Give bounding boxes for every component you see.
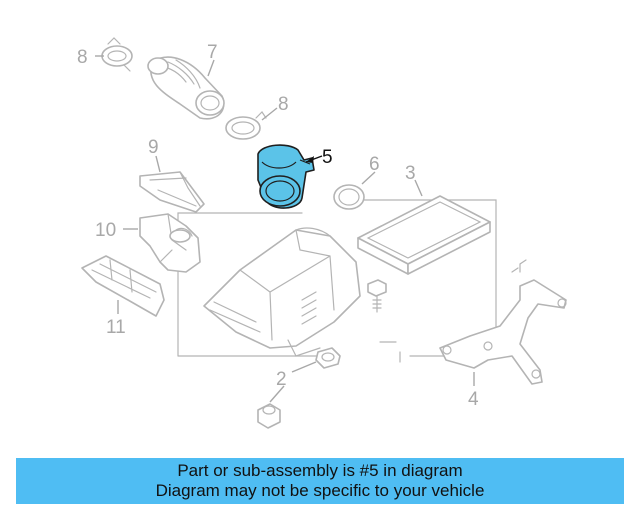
callout-8-upper: 8 bbox=[77, 47, 88, 68]
leader-3 bbox=[414, 179, 423, 197]
leader-6 bbox=[361, 171, 376, 185]
leader-5-arrowhead bbox=[306, 156, 314, 163]
air-cleaner-housing[interactable] bbox=[203, 227, 361, 357]
callout-5: 5 bbox=[322, 147, 333, 168]
clamp-part-8-upper[interactable] bbox=[101, 37, 133, 72]
callout-8-lower: 8 bbox=[278, 94, 289, 115]
clamp-part-8-lower[interactable] bbox=[225, 111, 267, 140]
leader-8-lower bbox=[261, 107, 278, 121]
leader-9 bbox=[155, 155, 161, 173]
banner-line-1: Part or sub-assembly is #5 in diagram bbox=[177, 461, 463, 480]
info-banner: Part or sub-assembly is #5 in diagram Di… bbox=[16, 458, 624, 504]
seal-ring-part-6[interactable] bbox=[333, 184, 365, 210]
callout-10: 10 bbox=[95, 220, 116, 241]
banner-line-2: Diagram may not be specific to your vehi… bbox=[155, 481, 485, 500]
parts-diagram: 8 7 8 5 6 3 bbox=[77, 37, 567, 429]
resonator-part-10[interactable] bbox=[139, 213, 201, 273]
mass-airflow-sensor-part-5[interactable] bbox=[257, 144, 315, 209]
air-filter-part-3[interactable] bbox=[357, 195, 491, 275]
grommet-part-2-lower[interactable] bbox=[257, 403, 281, 429]
leader-2-lower bbox=[269, 385, 285, 403]
callout-6: 6 bbox=[369, 154, 380, 175]
callout-7: 7 bbox=[207, 42, 218, 63]
callout-3: 3 bbox=[405, 163, 416, 184]
callout-9: 9 bbox=[148, 137, 159, 158]
callout-4: 4 bbox=[468, 389, 479, 410]
mounting-bracket-part-4[interactable] bbox=[439, 259, 567, 385]
lower-duct-part-11[interactable] bbox=[81, 255, 165, 317]
bolt[interactable] bbox=[367, 279, 387, 313]
leader-2 bbox=[291, 361, 317, 373]
callout-11: 11 bbox=[106, 317, 126, 338]
grommet-part-2-upper[interactable] bbox=[315, 347, 341, 369]
intake-hose-part-7[interactable] bbox=[147, 56, 225, 120]
air-duct-part-9[interactable] bbox=[139, 171, 205, 213]
callout-2: 2 bbox=[276, 369, 287, 390]
leader-7 bbox=[207, 59, 215, 77]
